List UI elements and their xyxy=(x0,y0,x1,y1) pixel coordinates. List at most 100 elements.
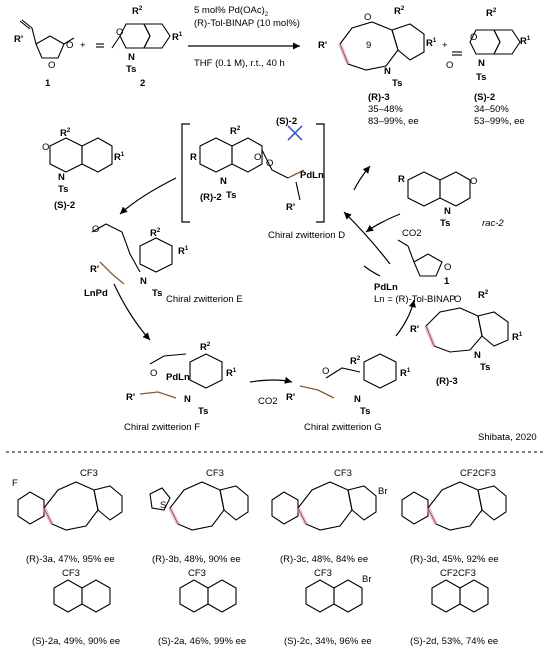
r1-label: R1 xyxy=(426,38,437,50)
n-label: N xyxy=(384,66,391,77)
example-3d-structure xyxy=(401,481,507,531)
example-3b-label: (R)-3b, 48%, 90% ee xyxy=(152,554,241,565)
condition-line-1: 5 mol% Pd(OAc)2 xyxy=(194,5,269,18)
example-2c-label: (S)-2c, 34%, 96% ee xyxy=(284,636,372,647)
r1-label: R1 xyxy=(512,332,523,344)
example-2d-label: (S)-2d, 53%, 74% ee xyxy=(410,636,499,647)
o-label: O xyxy=(322,366,330,377)
co2-right-label: CO2 xyxy=(402,228,422,239)
bracket-left xyxy=(181,123,190,223)
bromo-label: Br xyxy=(378,486,388,497)
n-label: N xyxy=(478,58,485,69)
r2-label: R2 xyxy=(478,290,489,302)
n-label: N xyxy=(444,206,451,217)
product-s2-yield: 34–50% xyxy=(474,104,509,115)
r-prime-label: R' xyxy=(90,264,100,275)
reactant-1-label: 1 xyxy=(45,78,51,89)
pdln-label: PdLn xyxy=(300,170,324,181)
o-label: O xyxy=(254,152,262,163)
example-3a-label: (R)-3a, 47%, 95% ee xyxy=(26,554,115,565)
ts-label: Ts xyxy=(440,218,451,229)
r-prime-label: R' xyxy=(318,40,328,51)
co2-bottom-label: CO2 xyxy=(258,396,278,407)
zwitterion-d-label: Chiral zwitterion D xyxy=(268,230,346,241)
r1-label: R1 xyxy=(178,246,189,258)
r1-label: R1 xyxy=(400,368,411,380)
pdln-free-label: PdLn xyxy=(374,282,398,293)
example-3c-structure xyxy=(271,481,377,531)
r2-label: R2 xyxy=(60,128,71,140)
r1-label: R1 xyxy=(114,152,125,164)
fluoro-label: F xyxy=(12,478,18,489)
condition-line-3: THF (0.1 M), r.t., 40 h xyxy=(194,58,285,69)
example-2a-label: (S)-2a, 49%, 90% ee xyxy=(32,636,121,647)
r3-right-label: (R)-3 xyxy=(436,376,458,387)
product-3-yield: 35–48% xyxy=(368,104,403,115)
o-label: O xyxy=(48,60,56,71)
o-label: O xyxy=(446,60,454,71)
n-label: N xyxy=(354,394,361,405)
example-2a-structure xyxy=(53,579,111,613)
product-3-ee: 83–99%, ee xyxy=(368,116,419,127)
plus-sign: + xyxy=(80,40,86,51)
o-label: O xyxy=(266,158,274,169)
o-label: O xyxy=(444,262,452,273)
product-s2-ee: 53–99%, ee xyxy=(474,116,525,127)
ts-label: Ts xyxy=(58,184,69,195)
r2-label: R2 xyxy=(132,6,143,18)
zwitterion-g-structure xyxy=(299,353,397,399)
substituent-label: CF3 xyxy=(188,568,206,579)
citation: Shibata, 2020 xyxy=(478,432,537,443)
reactant-2-label: 2 xyxy=(140,78,146,89)
substituent-label: CF3 xyxy=(62,568,80,579)
ts-label: Ts xyxy=(198,406,209,417)
example-3a-structure xyxy=(17,481,123,531)
substituent-label: CF2CF3 xyxy=(460,468,496,479)
example-3b-structure xyxy=(149,481,249,531)
substituent-label: CF3 xyxy=(80,468,98,479)
product-s2-label: (S)-2 xyxy=(474,92,496,103)
s2-left-label: (S)-2 xyxy=(54,200,76,211)
rac2-label: rac-2 xyxy=(482,218,504,229)
zwitterion-g-label: Chiral zwitterion G xyxy=(304,422,382,433)
zwitterion-f-label: Chiral zwitterion F xyxy=(124,422,201,433)
r2-label: R2 xyxy=(394,6,405,18)
example-2c-structure xyxy=(305,579,363,613)
n-label: N xyxy=(140,276,147,287)
bracket-r2-structure xyxy=(199,137,263,173)
ts-label: Ts xyxy=(360,406,371,417)
zwitterion-e-structure xyxy=(91,223,173,285)
r2-label: R2 xyxy=(200,342,211,354)
bromo-label: Br xyxy=(362,574,372,585)
r-prime-label: R' xyxy=(14,34,24,45)
n-label: N xyxy=(128,52,135,63)
example-2a-b-label: (S)-2a, 46%, 99% ee xyxy=(158,636,247,647)
r2-label: R2 xyxy=(150,228,161,240)
lnpd-label: LnPd xyxy=(84,288,108,299)
example-3c-label: (R)-3c, 48%, 84% ee xyxy=(280,554,369,565)
o-label: O xyxy=(116,27,124,38)
r2-label: R2 xyxy=(486,8,497,20)
condition-line-2: (R)-Tol-BINAP (10 mol%) xyxy=(194,18,300,29)
cycle-arrows xyxy=(113,165,416,384)
reactant-1-structure xyxy=(19,19,75,59)
s2-left-structure xyxy=(49,137,113,173)
product-s2-structure xyxy=(452,29,521,56)
ts-label: Ts xyxy=(476,72,487,83)
n-label: N xyxy=(58,172,65,183)
product-3-label: (R)-3 xyxy=(368,92,390,103)
zwitterion-f-structure xyxy=(139,353,223,399)
example-3d-label: (R)-3d, 45%, 92% ee xyxy=(410,554,499,565)
zwitterion-e-label: Chiral zwitterion E xyxy=(166,294,243,305)
r-prime-label: R' xyxy=(286,392,296,403)
r2-bracket-label: (R)-2 xyxy=(200,192,222,203)
thiophene-s-label: S xyxy=(160,500,167,511)
substituent-label: CF2CF3 xyxy=(440,568,476,579)
substituent-label: CF3 xyxy=(206,468,224,479)
ring-size-label: 9 xyxy=(366,40,372,51)
r-label: R xyxy=(398,174,405,185)
example-2a-b-structure xyxy=(179,579,237,613)
substituent-label: CF3 xyxy=(314,568,332,579)
reactant-2-structure xyxy=(96,23,171,49)
